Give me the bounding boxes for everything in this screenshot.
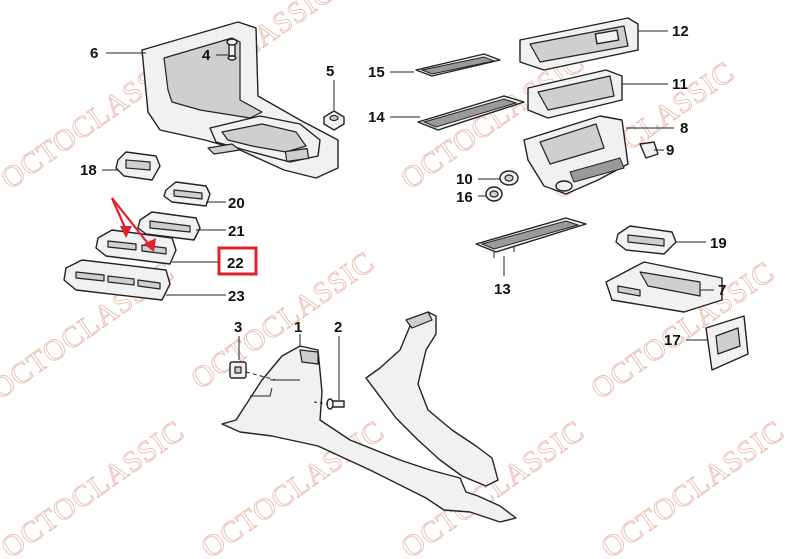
part-12-bin [519,17,639,71]
callout-12: 12 [672,23,689,40]
callout-21: 21 [228,223,245,240]
part-21-blank [137,211,201,241]
callout-3: 3 [234,319,242,336]
part-15-tray [415,53,501,77]
part-23-blank [63,259,171,301]
callout-labels: 6 4 5 18 20 21 22 23 3 1 2 15 14 12 11 8… [80,23,727,349]
part-3-clip [229,361,277,381]
callout-5: 5 [326,63,334,80]
part-19-insert [615,225,677,255]
callout-11: 11 [672,76,688,93]
part-8-housing [523,115,629,195]
part-4-screw [226,38,238,61]
callout-16: 16 [456,189,473,206]
callout-19: 19 [710,235,727,252]
callout-9: 9 [666,142,674,159]
highlight-arrows [110,197,156,252]
callout-23: 23 [228,288,245,305]
part-11-bin [527,69,623,119]
callout-14: 14 [368,109,385,126]
callout-22: 22 [227,255,244,272]
part-9-cap [639,141,659,159]
callout-4: 4 [202,47,211,64]
watermark-text: OCTOCLASSIC [0,414,191,559]
highlight-box [217,246,258,276]
callout-2: 2 [334,319,342,336]
part-5-nut [323,110,345,131]
watermark-text: OCTOCLASSIC [595,414,790,559]
callout-15: 15 [368,64,385,81]
callout-10: 10 [456,171,473,188]
part-17-bracket [705,315,749,371]
callout-1: 1 [294,319,302,336]
callout-18: 18 [80,162,97,179]
callout-6: 6 [90,45,98,62]
callout-20: 20 [228,195,245,212]
part-7-trim [605,261,723,313]
part-16-grommet [485,186,503,202]
leader-lines [102,30,714,400]
part-14-tray [417,95,525,131]
part-10-grommet [499,170,519,186]
part-2-screw [313,398,345,410]
part-20-blank [163,181,211,207]
callout-8: 8 [680,120,688,137]
part-18-cover [115,151,161,181]
callout-7: 7 [718,282,726,299]
callout-13: 13 [494,281,511,298]
part-6-shift-surround [141,21,339,179]
part-13-grille [475,217,587,258]
callout-17: 17 [664,332,681,349]
